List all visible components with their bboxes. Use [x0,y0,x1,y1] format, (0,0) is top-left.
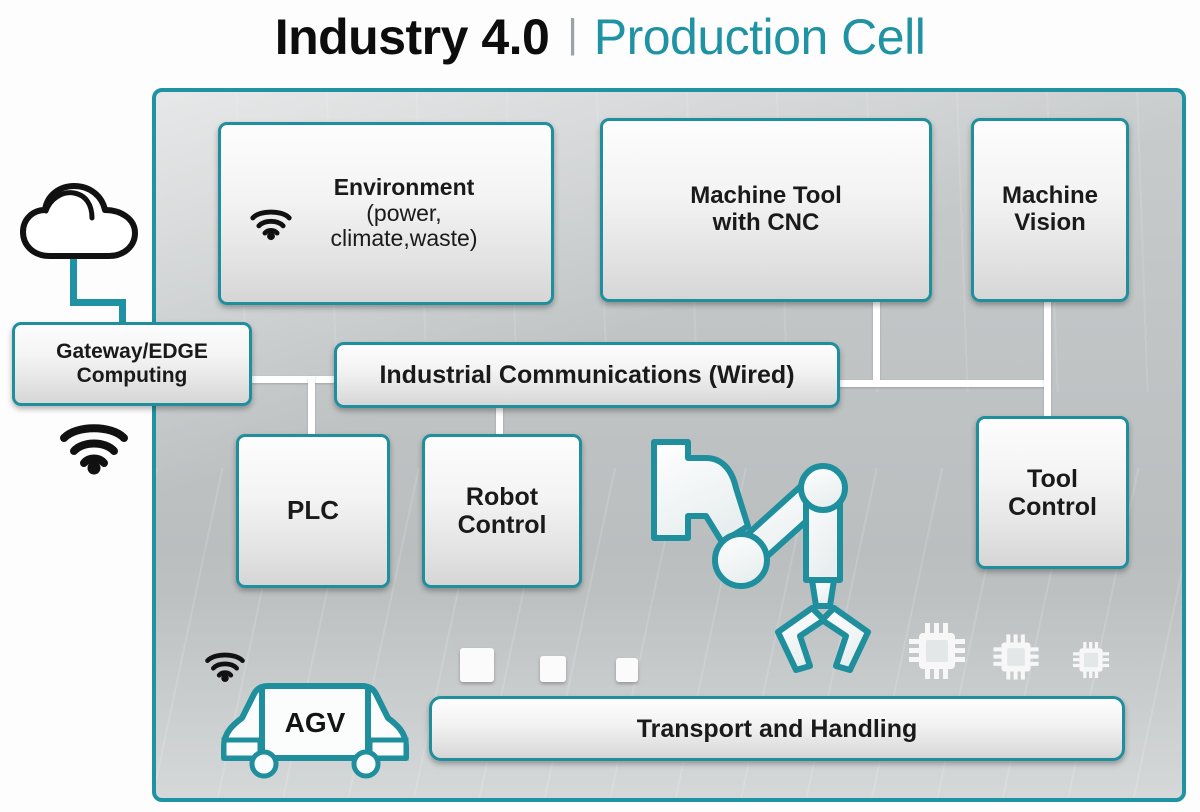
gateway-line2: Computing [76,364,188,387]
environment-sub1: (power, [366,199,442,226]
node-machine-vision[interactable]: Machine Vision [971,118,1129,302]
node-industrial-communications[interactable]: Industrial Communications (Wired) [334,342,840,408]
cloud-icon [16,182,142,260]
wire-machine-tool-down [873,300,880,382]
node-plc[interactable]: PLC [236,434,390,588]
workpiece-medium [540,656,566,682]
node-transport-and-handling[interactable]: Transport and Handling [429,696,1125,761]
page-title: Industry 4.0 | Production Cell [0,0,1200,74]
production-cell-container: Environment (power, climate,waste) Machi… [152,88,1186,802]
environment-label: Environment (power, climate,waste) [295,173,478,252]
gateway-line1: Gateway/EDGE [56,340,208,364]
tool-control-line2: Control [1008,492,1097,521]
wifi-icon-gateway [58,420,130,476]
node-robot-control[interactable]: Robot Control [422,434,582,588]
microchip-icon-small [1071,640,1111,680]
machine-tool-line2: with CNC [712,209,820,236]
robot-arm-icon [644,430,884,680]
title-main: Industry 4.0 [274,9,550,65]
microchip-icon-medium [991,632,1041,682]
machine-vision-line1: Machine [1001,182,1099,210]
wifi-icon-environment [249,207,293,241]
wire-gateway-to-comms [242,376,352,383]
wire-comms-to-plc [308,376,315,438]
machine-tool-line1: Machine Tool [690,182,842,210]
tool-control-line1: Tool [1027,464,1078,493]
node-environment[interactable]: Environment (power, climate,waste) [218,122,554,305]
environment-title: Environment [333,173,475,200]
cloud-gateway-link-v2 [119,299,126,327]
wire-right-bus [836,380,1050,387]
cloud-gateway-link-v1 [70,256,77,306]
title-separator: | [567,11,578,56]
node-gateway-edge-computing[interactable]: Gateway/EDGE Computing [12,322,252,406]
wire-comms-to-robot-control [496,407,503,443]
cloud-gateway-link-h [70,299,126,306]
machine-vision-label: Machine Vision [1001,182,1099,237]
node-tool-control[interactable]: Tool Control [976,416,1129,569]
wire-vision-to-tool-control [1044,300,1051,420]
robot-control-label: Robot Control [458,483,547,539]
node-machine-tool-cnc[interactable]: Machine Tool with CNC [600,118,932,302]
machine-vision-line2: Vision [1014,209,1086,236]
tool-control-label: Tool Control [1008,465,1097,521]
title-subtitle: Production Cell [593,9,926,65]
robot-control-line1: Robot [465,483,539,511]
wifi-icon-agv [204,650,246,683]
environment-sub2: climate,waste) [330,225,478,252]
industrial-communications-label: Industrial Communications (Wired) [379,361,795,389]
agv-label: AGV [285,707,346,738]
robot-control-line2: Control [457,511,547,539]
agv-vehicle-icon[interactable]: AGV [216,680,416,779]
gateway-label: Gateway/EDGE Computing [56,340,208,387]
workpiece-small [616,658,638,682]
plc-label: PLC [287,495,339,526]
microchip-icon-large [906,620,968,682]
machine-tool-label: Machine Tool with CNC [690,182,842,237]
workpiece-large [460,648,494,682]
transport-handling-label: Transport and Handling [636,714,918,743]
